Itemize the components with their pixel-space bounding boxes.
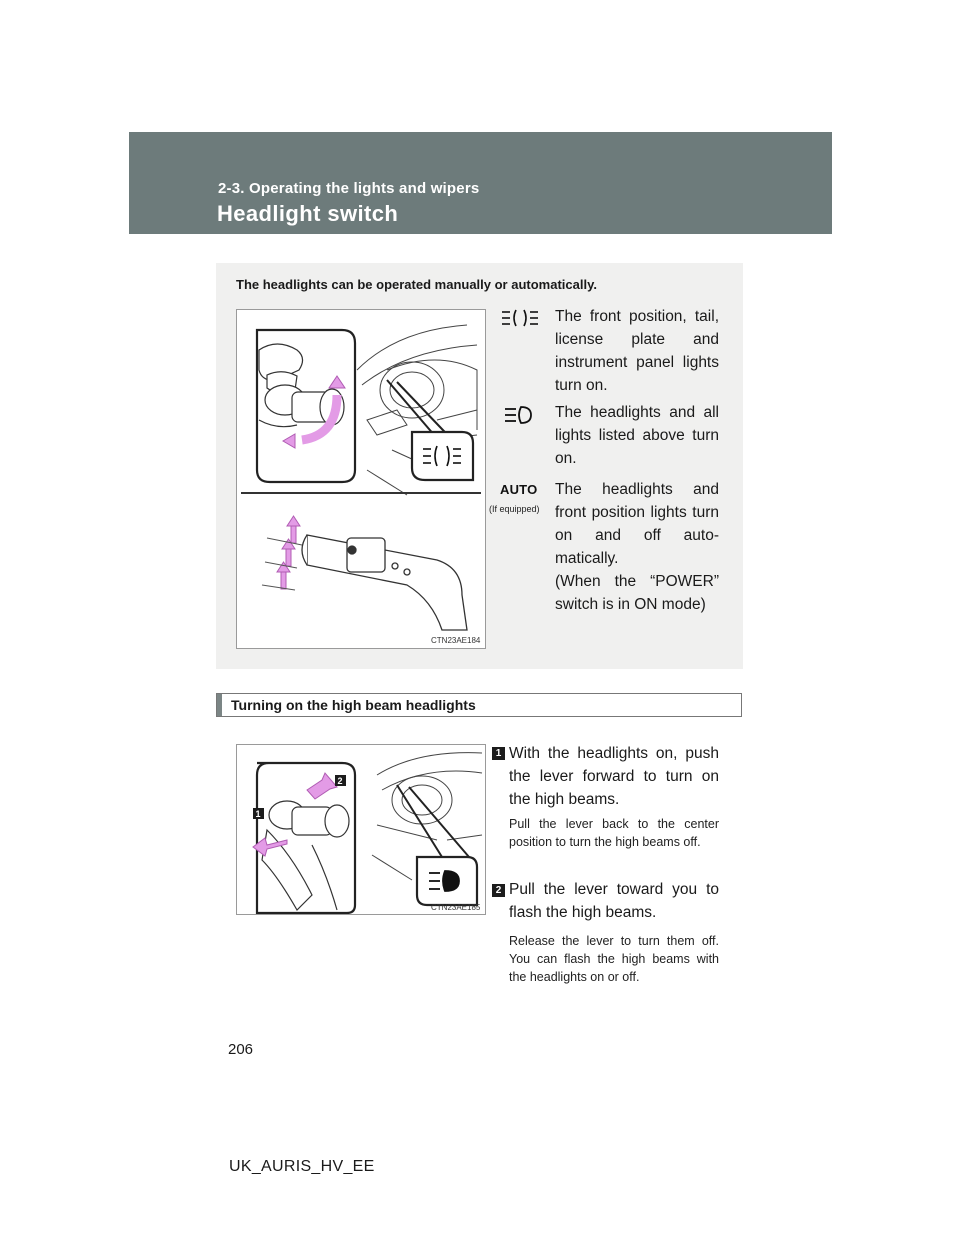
page-title: Headlight switch (217, 201, 399, 226)
headlight-switch-illustration (241, 324, 481, 631)
step-badge-2: 2 (492, 884, 505, 897)
if-equipped-note: (If equipped) (489, 504, 540, 514)
step-1-note: Pull the lever back to the center positi… (509, 817, 719, 849)
footer-code: UK_AURIS_HV_EE (229, 1158, 375, 1175)
section-label: 2-3. Operating the lights and wipers (218, 180, 480, 197)
step-badge-1: 1 (492, 747, 505, 760)
heading-bar (217, 694, 222, 716)
mode-description: The headlights and all lights listed abo… (555, 404, 719, 467)
svg-text:2: 2 (338, 776, 343, 786)
high-beam-heading: Turning on the high beam headlights (216, 693, 742, 717)
figure-code: CTN23AE185 (431, 903, 481, 912)
step-2-note: Release the lever to turn them off. You … (509, 934, 719, 984)
position-lights-icon (497, 307, 543, 329)
auto-icon: AUTO (500, 482, 538, 497)
step-1-text: With the headlights on, push the lever f… (509, 745, 719, 808)
high-beam-heading-text: Turning on the high beam headlights (231, 697, 476, 713)
header-band (129, 132, 832, 234)
mode-condition: (When the “POWER” switch is in ON mode) (555, 573, 719, 613)
svg-text:1: 1 (256, 809, 261, 819)
headlight-switch-figure: CTN23AE184 (236, 309, 486, 649)
intro-text: The headlights can be operated manually … (236, 277, 597, 292)
mode-description: The headlights and front position lights… (555, 481, 719, 567)
high-beam-illustration: 2 1 (252, 752, 483, 915)
step-2-text: Pull the lever toward you to flash the h… (509, 881, 719, 921)
page-number: 206 (228, 1041, 254, 1058)
figure-code: CTN23AE184 (431, 636, 481, 645)
headlight-icon (497, 404, 543, 426)
mode-description: The front position, tail, license plate … (555, 308, 719, 394)
high-beam-figure: 2 1 CTN23AE185 (236, 744, 486, 915)
